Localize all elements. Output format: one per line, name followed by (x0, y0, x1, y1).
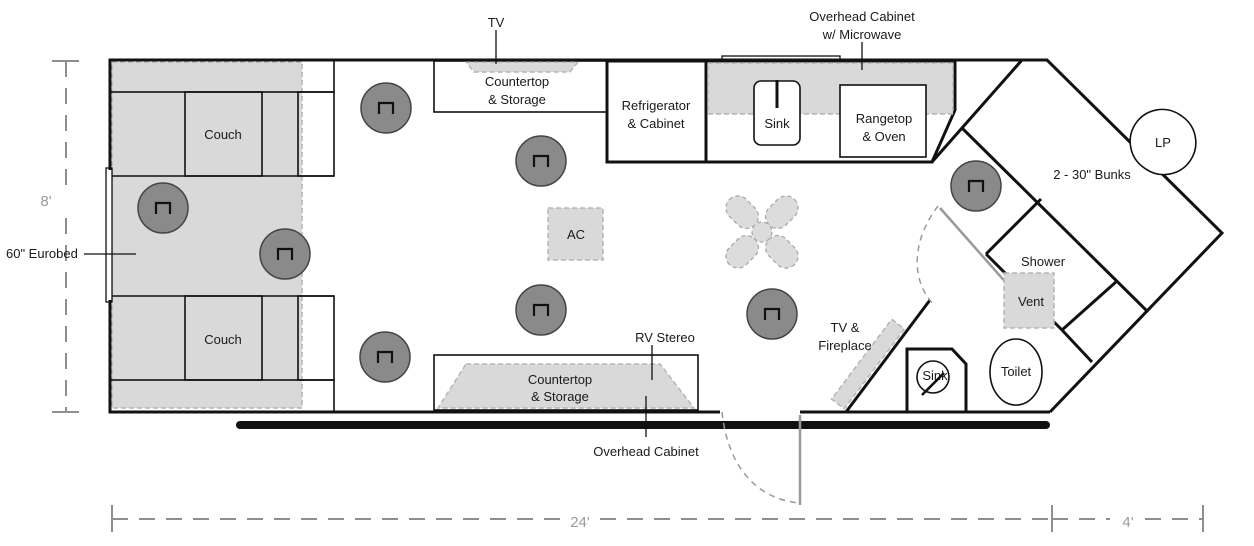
seat-6 (359, 331, 411, 383)
dimension-height: 8' (40, 60, 79, 413)
bath-vanity (905, 347, 968, 414)
refrigerator-label-1: Refrigerator (622, 98, 691, 113)
ac-unit (547, 207, 604, 261)
length-main-dimension-label: 24' (570, 514, 590, 531)
tv-fireplace-label-1: TV & (831, 320, 860, 335)
seats (137, 82, 1002, 383)
bath-sink (916, 360, 950, 394)
seat-5 (515, 284, 567, 336)
rangetop-label-1: Rangetop (856, 111, 912, 126)
countertop-bottom-label-2: & Storage (531, 389, 589, 404)
couch-bottom-label: Couch (204, 332, 242, 347)
toilet (989, 338, 1043, 406)
bath-faucet (921, 372, 945, 396)
countertop-bottom-label-1: Countertop (528, 372, 592, 387)
height-dimension-label: 8' (40, 193, 51, 210)
tv-top-label: TV (488, 15, 505, 30)
toilet-label: Toilet (1001, 364, 1032, 379)
overhead-microwave-label-1: Overhead Cabinet (809, 9, 915, 24)
seat-8 (950, 160, 1002, 212)
lp-label: LP (1155, 135, 1171, 150)
countertop-bottom (433, 354, 699, 411)
tv-fireplace-label-2: Fireplace (818, 338, 871, 353)
rangetop-oven (839, 84, 927, 158)
ceiling-fan (725, 195, 799, 269)
ac-label: AC (567, 227, 585, 242)
refrigerator-label-2: & Cabinet (627, 116, 684, 131)
rear-door (105, 167, 113, 303)
shower-label: Shower (1021, 254, 1066, 269)
rangetop-label-2: & Oven (862, 129, 905, 144)
seat-4 (259, 228, 311, 280)
tv-fireplace-unit (830, 318, 906, 410)
couch-bottom: Couch (109, 295, 335, 413)
lp-tank (1129, 108, 1197, 176)
overhead-microwave-label-2: w/ Microwave (822, 27, 902, 42)
bunks-label: 2 - 30" Bunks (1053, 167, 1131, 182)
eurobed-label: 60" Eurobed (6, 246, 78, 261)
overhead-cabinet-bottom-label: Overhead Cabinet (593, 444, 699, 459)
overhead-cabinet-bottom-shade (436, 363, 696, 409)
couch-top-label: Couch (204, 127, 242, 142)
countertop-top-label-2: & Storage (488, 92, 546, 107)
seat-2 (515, 135, 567, 187)
vent-label: Vent (1018, 294, 1044, 309)
bath-door-swing (916, 205, 939, 306)
dimension-length: 24' 4' (111, 505, 1204, 532)
rv-stereo-label: RV Stereo (635, 330, 695, 345)
seat-3 (137, 182, 189, 234)
tv-top-shade (464, 61, 580, 73)
seat-1 (360, 82, 412, 134)
seat-7 (746, 288, 798, 340)
bath-sink-label: Sink (922, 368, 948, 383)
vent (1003, 272, 1055, 329)
running-board (236, 421, 1050, 429)
kitchen-sink-label: Sink (764, 116, 790, 131)
countertop-top-label-1: Countertop (485, 74, 549, 89)
length-nose-dimension-label: 4' (1122, 514, 1133, 531)
